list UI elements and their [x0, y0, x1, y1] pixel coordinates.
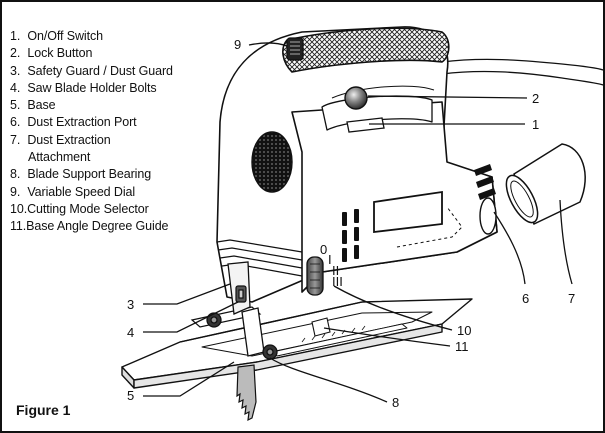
angle-guide-clip: [311, 317, 331, 337]
motor-vent-grill: [251, 131, 293, 193]
legend-item-8: 8. Blade Support Bearing: [10, 167, 152, 182]
legend-item-2: 2. Lock Button: [10, 46, 93, 61]
blade-holder-bolts: [235, 285, 247, 303]
legend-item-9: 9. Variable Speed Dial: [10, 184, 136, 199]
lock-button[interactable]: [344, 86, 368, 110]
leader-lines: [143, 42, 573, 403]
saw-blade: [236, 364, 257, 422]
side-vents: [342, 209, 359, 262]
cutting-mode-selector[interactable]: [306, 256, 324, 296]
dial-mark-3: III: [332, 274, 343, 289]
blade-support-bearing: [206, 307, 278, 360]
legend-item-10: 10.Cutting Mode Selector: [10, 201, 149, 216]
callout-1: 1: [532, 117, 539, 132]
callout-8: 8: [392, 395, 399, 410]
callout-11: 11: [455, 339, 469, 354]
callout-3: 3: [127, 297, 134, 312]
dial-mark-0: 0: [320, 242, 327, 257]
variable-speed-dial[interactable]: [286, 37, 304, 61]
dial-mark-1: I: [328, 252, 332, 267]
figure-caption: Figure 1: [16, 402, 71, 418]
top-grip: [282, 27, 450, 73]
dust-channel-outline: [396, 206, 463, 248]
base-plate: [121, 298, 473, 389]
callout-10: 10: [457, 323, 471, 338]
callout-4: 4: [127, 325, 134, 340]
dial-mark-2: II: [332, 263, 339, 278]
callout-9: 9: [234, 37, 241, 52]
callout-2: 2: [532, 91, 539, 106]
legend-item-4: 4. Saw Blade Holder Bolts: [10, 80, 157, 95]
callout-7: 7: [568, 291, 575, 306]
parts-legend: 1. On/Off Switch 2. Lock Button 3. Safet…: [10, 28, 173, 236]
jigsaw-body: [216, 26, 498, 303]
legend-item-7-continued: Attachment: [28, 150, 91, 165]
legend-item-1: 1. On/Off Switch: [10, 29, 103, 43]
callout-6: 6: [522, 291, 529, 306]
dust-extraction-attachment: [505, 143, 586, 226]
power-cord: [441, 58, 603, 86]
legend-item-11: 11.Base Angle Degree Guide: [10, 219, 169, 234]
rear-vents: [474, 164, 496, 200]
legend-item-7: 7. Dust Extraction: [10, 132, 111, 147]
callout-5: 5: [127, 388, 134, 403]
label-plate: [373, 190, 443, 234]
legend-item-6: 6. Dust Extraction Port: [10, 115, 137, 130]
legend-item-3: 3. Safety Guard / Dust Guard: [10, 63, 173, 78]
legend-item-5: 5. Base: [10, 98, 56, 113]
on-off-switch[interactable]: [346, 117, 385, 133]
dust-extraction-port: [479, 197, 497, 235]
